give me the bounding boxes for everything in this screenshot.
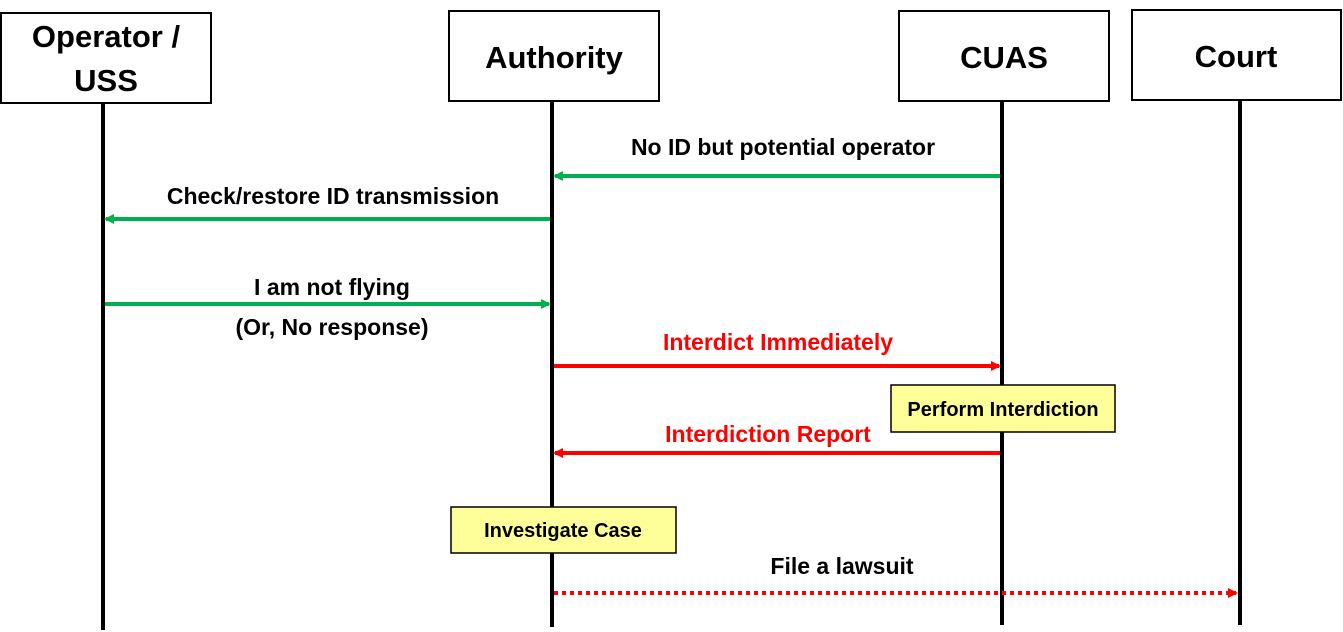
actor-label: Court <box>1195 39 1278 74</box>
note-label: Perform Interdiction <box>907 399 1098 421</box>
actor-label-line-1: Operator / <box>32 19 181 54</box>
note-perform-interdiction: Perform Interdiction <box>890 384 1116 433</box>
message-label: Check/restore ID transmission <box>167 183 499 209</box>
actor-operator: Operator / USS <box>0 12 212 104</box>
note-investigate-case: Investigate Case <box>450 506 677 554</box>
message-lawsuit: File a lawsuit <box>554 553 1238 598</box>
note-box <box>890 384 1116 433</box>
message-sublabel: (Or, No response) <box>236 314 429 340</box>
message-check-restore: Check/restore ID transmission <box>104 183 550 224</box>
actor-box <box>1131 9 1342 101</box>
message-not-flying: I am not flying (Or, No response) <box>105 274 551 340</box>
actor-authority: Authority <box>448 10 660 102</box>
actor-label: CUAS <box>960 40 1048 75</box>
actor-box <box>448 10 660 102</box>
actor-box <box>898 10 1110 102</box>
note-box <box>450 506 677 554</box>
message-label: Interdict Immediately <box>663 329 893 355</box>
actor-court: Court <box>1131 9 1342 101</box>
message-label: File a lawsuit <box>770 553 913 579</box>
actor-cuas: CUAS <box>898 10 1110 102</box>
actor-box <box>0 12 212 104</box>
message-interdiction-report: Interdiction Report <box>553 421 1000 458</box>
actor-label: Authority <box>485 40 624 75</box>
actor-label-line-2: USS <box>74 63 138 98</box>
message-label: I am not flying <box>254 274 410 300</box>
message-label: No ID but potential operator <box>631 134 935 160</box>
note-label: Investigate Case <box>484 520 642 542</box>
message-no-id: No ID but potential operator <box>553 134 1000 181</box>
message-interdict: Interdict Immediately <box>554 329 1001 371</box>
message-label: Interdiction Report <box>665 421 871 447</box>
